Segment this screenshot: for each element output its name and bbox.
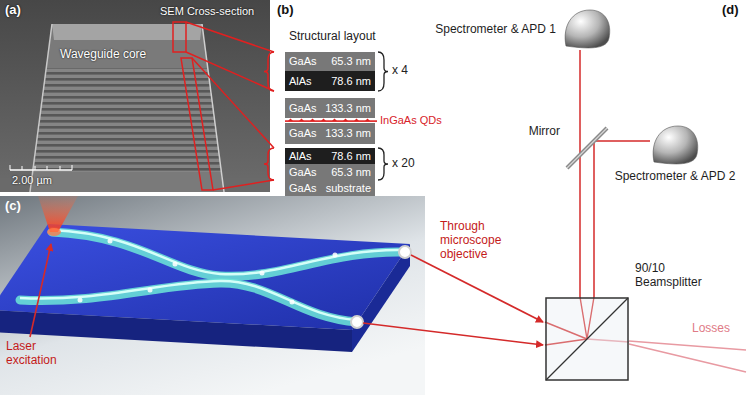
material-name: GaAs [289, 182, 317, 195]
panel-letter: (a) [5, 3, 21, 18]
gaas-layer: GaAs 65.3 nm [285, 52, 375, 71]
layer-thickness: 133.3 nm [325, 127, 371, 140]
panel-letter: (b) [277, 3, 294, 18]
substrate-layer: GaAs substrate [285, 180, 375, 196]
repeat-count: x 20 [392, 157, 415, 171]
layer-thickness: 133.3 nm [325, 102, 371, 115]
beamsplitter: 90/10 Beamsplitter [545, 297, 629, 381]
material-name: GaAs [289, 55, 317, 68]
alas-layer: AlAs 78.6 nm [285, 71, 375, 91]
light-beam [609, 140, 650, 142]
annotation: SEM Cross-section [160, 5, 254, 18]
material-name: GaAs [289, 127, 317, 140]
panel-title: Structural layout [289, 30, 376, 44]
material-name: GaAs [289, 166, 317, 179]
gaas-layer: GaAs 133.3 nm [285, 123, 375, 144]
repeat-count: x 4 [392, 64, 408, 78]
layer-thickness: 65.3 nm [331, 166, 371, 179]
detector: Spectrometer & APD 2 [650, 124, 700, 166]
annotation: Waveguide core [60, 48, 146, 62]
panel-letter: (d) [722, 3, 739, 18]
mirror: Mirror [565, 126, 609, 170]
sem-image [0, 0, 270, 192]
annotation: Losses [692, 322, 730, 336]
layer-thickness: 65.3 nm [331, 55, 371, 68]
beamsplitter-cube [545, 297, 629, 381]
light-beam [593, 170, 595, 297]
gaas-layer: GaAs 65.3 nm [285, 164, 375, 180]
detector-shape [562, 8, 612, 50]
layer-label: InGaAs QDs [380, 114, 442, 127]
detector: Spectrometer & APD 1 [562, 8, 612, 50]
layer-thickness: 78.6 nm [331, 150, 371, 163]
annotation: Laser excitation [6, 340, 72, 368]
alas-layer: AlAs 78.6 nm [285, 148, 375, 164]
detector-shape [650, 124, 700, 166]
cross-section-markers [173, 22, 274, 190]
quantum-dot-layer [285, 119, 377, 122]
annotation: Through microscope objective [440, 220, 524, 261]
component-label: Spectrometer & APD 1 [435, 22, 556, 36]
component-label: 90/10 Beamsplitter [635, 261, 713, 289]
layer-thickness: substrate [326, 182, 371, 195]
mirror-shape [565, 126, 609, 170]
light-beam [579, 50, 581, 297]
waveguide-illustration [0, 196, 425, 395]
layer-thickness: 78.6 nm [331, 75, 371, 88]
component-label: Spectrometer & APD 2 [615, 169, 736, 183]
material-name: AlAs [289, 75, 312, 88]
scale-label: 2.00 µm [12, 174, 52, 187]
gaas-layer: GaAs 133.3 nm [285, 98, 375, 118]
panel-letter: (c) [5, 199, 21, 214]
material-name: GaAs [289, 102, 317, 115]
material-name: AlAs [289, 150, 312, 163]
component-label: Mirror [529, 124, 560, 138]
